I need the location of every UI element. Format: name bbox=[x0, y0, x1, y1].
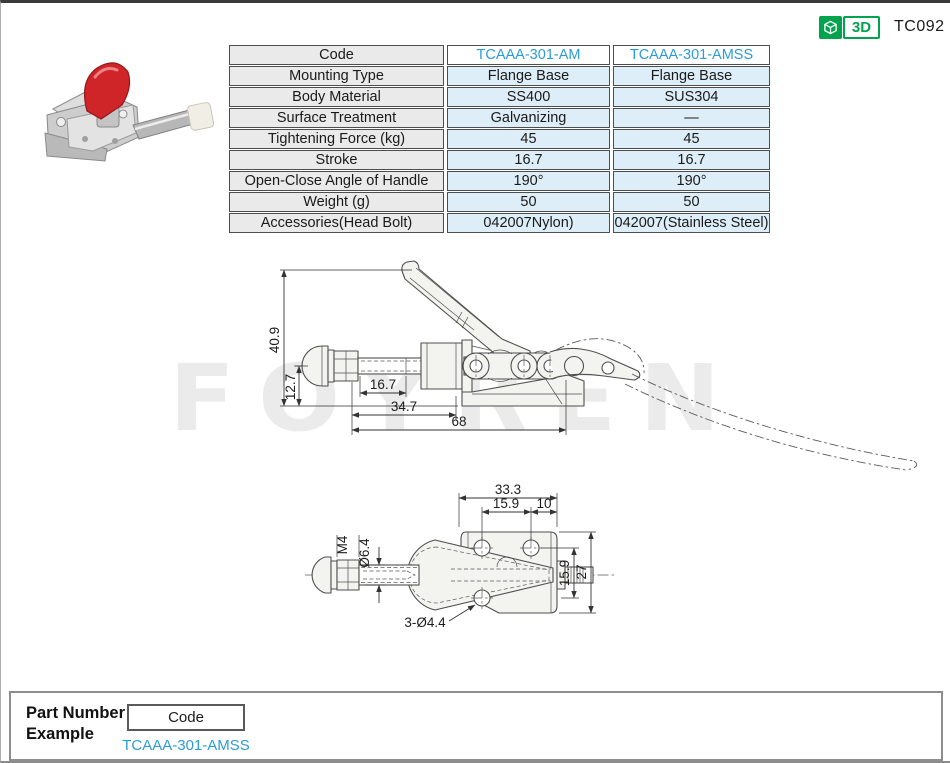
spec-value-cell: 16.7 bbox=[613, 150, 770, 170]
spec-value-cell: 190° bbox=[447, 171, 610, 191]
dim-thread: M4 bbox=[335, 535, 350, 554]
spec-value-cell: 042007Nylon) bbox=[447, 213, 610, 233]
spec-label-cell: Accessories(Head Bolt) bbox=[229, 213, 444, 233]
spec-label-cell: Surface Treatment bbox=[229, 108, 444, 128]
dim-height: 40.9 bbox=[267, 327, 282, 353]
spec-label-cell: Stroke bbox=[229, 150, 444, 170]
dim-stroke: 16.7 bbox=[370, 377, 396, 392]
table-row-code: Code TCAAA-301-AM TCAAA-301-AMSS bbox=[229, 45, 771, 65]
side-view-drawing: 40.9 12.7 16.7 34.7 68 bbox=[267, 260, 918, 471]
table-row: Surface Treatment Galvanizing — bbox=[229, 108, 771, 128]
spec-value-cell: 16.7 bbox=[447, 150, 610, 170]
spec-label-cell: Weight (g) bbox=[229, 192, 444, 212]
dim-base-height: 12.7 bbox=[283, 374, 298, 400]
table-row: Mounting Type Flange Base Flange Base bbox=[229, 66, 771, 86]
spec-value-cell: 45 bbox=[613, 129, 770, 149]
example-part-code[interactable]: TCAAA-301-AMSS bbox=[122, 737, 250, 754]
dim-hole-pitch: 15.9 bbox=[493, 496, 519, 511]
spec-value-cell: Flange Base bbox=[447, 66, 610, 86]
spec-label-cell: Open-Close Angle of Handle bbox=[229, 171, 444, 191]
badge-3d-label: 3D bbox=[843, 16, 880, 39]
part-code-amss[interactable]: TCAAA-301-AMSS bbox=[613, 45, 770, 65]
spec-label-cell: Mounting Type bbox=[229, 66, 444, 86]
dim-mount-holes: 3-Ø4.4 bbox=[404, 615, 446, 630]
top-view-drawing: 33.3 15.9 10 M4 Ø6.4 15.9 27 3-Ø4.4 bbox=[305, 482, 615, 630]
spec-value-cell: 50 bbox=[613, 192, 770, 212]
dim-edge: 10 bbox=[536, 496, 551, 511]
dim-width: 33.3 bbox=[495, 482, 521, 497]
spec-label-cell: Tightening Force (kg) bbox=[229, 129, 444, 149]
3d-cube-icon bbox=[819, 16, 842, 39]
table-row: Body Material SS400 SUS304 bbox=[229, 87, 771, 107]
spec-value-cell: SUS304 bbox=[613, 87, 770, 107]
spec-value-cell: 042007(Stainless Steel) bbox=[613, 213, 770, 233]
spec-label-cell: Code bbox=[229, 45, 444, 65]
spec-table: Code TCAAA-301-AM TCAAA-301-AMSS Mountin… bbox=[229, 45, 771, 234]
spec-label-cell: Body Material bbox=[229, 87, 444, 107]
spec-value-cell: — bbox=[613, 108, 770, 128]
spec-value-cell: 45 bbox=[447, 129, 610, 149]
spec-value-cell: Galvanizing bbox=[447, 108, 610, 128]
dim-total-length: 68 bbox=[451, 414, 466, 429]
spec-value-cell: 190° bbox=[613, 171, 770, 191]
part-number-example-box: Part Number Example Code TCAAA-301-AMSS bbox=[9, 691, 943, 761]
badge-3d[interactable]: 3D bbox=[819, 16, 880, 39]
dim-plate-depth: 27 bbox=[574, 564, 589, 579]
table-row: Stroke 16.7 16.7 bbox=[229, 150, 771, 170]
dim-rod-dia: Ø6.4 bbox=[357, 538, 372, 568]
part-code-am[interactable]: TCAAA-301-AM bbox=[447, 45, 610, 65]
product-photo bbox=[44, 62, 215, 162]
spec-value-cell: 50 bbox=[447, 192, 610, 212]
part-number-example-title: Part Number Example bbox=[26, 704, 126, 744]
spec-value-cell: Flange Base bbox=[613, 66, 770, 86]
table-row: Weight (g) 50 50 bbox=[229, 192, 771, 212]
page-code: TC092 bbox=[894, 18, 945, 35]
code-box-label: Code bbox=[127, 704, 245, 731]
table-row: Tightening Force (kg) 45 45 bbox=[229, 129, 771, 149]
dim-side-pitch: 15.9 bbox=[557, 560, 572, 586]
spec-value-cell: SS400 bbox=[447, 87, 610, 107]
table-row: Accessories(Head Bolt) 042007Nylon) 0420… bbox=[229, 213, 771, 233]
table-row: Open-Close Angle of Handle 190° 190° bbox=[229, 171, 771, 191]
dim-body-length: 34.7 bbox=[391, 399, 417, 414]
